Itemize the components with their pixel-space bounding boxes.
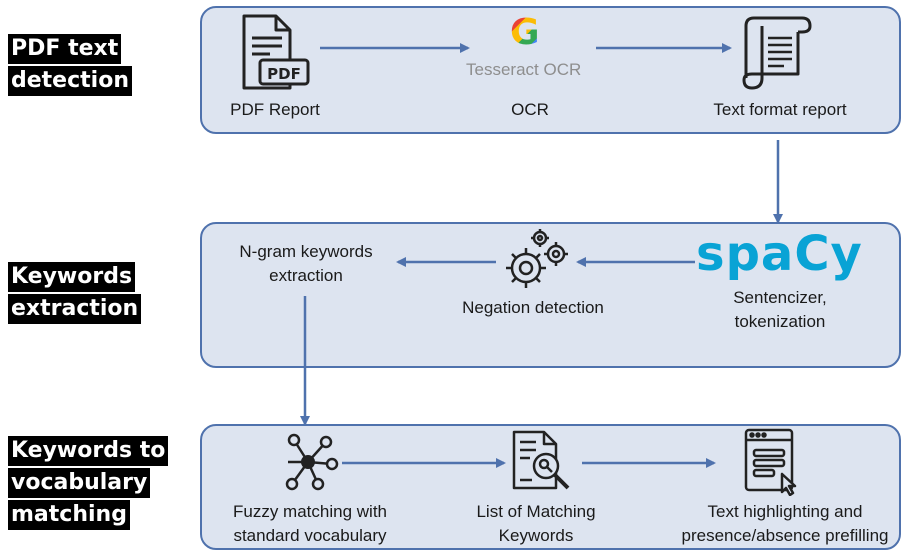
scroll-icon	[742, 16, 812, 90]
stage-label-keywords-extraction: Keywords extraction	[8, 262, 142, 326]
network-icon	[285, 433, 339, 491]
caption-line: tokenization	[734, 312, 826, 331]
caption-sentencizer: Sentencizer, tokenization	[700, 286, 860, 334]
caption-line: N-gram keywords	[239, 242, 373, 261]
stage-label-line: PDF text	[8, 34, 122, 64]
panel-keywords-extraction	[200, 222, 901, 368]
stage-label-line: Keywords to	[8, 436, 169, 466]
stage-label-line: detection	[8, 66, 132, 96]
caption-line: Keywords	[498, 526, 574, 545]
tesseract-ocr-label: Tesseract OCR	[466, 60, 582, 79]
stage-label-line: extraction	[8, 294, 142, 324]
caption-line: standard vocabulary	[233, 526, 387, 545]
caption-line: Text highlighting and	[707, 502, 863, 521]
stage-label-keywords-to-vocabulary: Keywords to vocabulary matching	[8, 436, 169, 532]
caption-ocr: OCR	[511, 100, 549, 119]
caption-fuzzy-matching: Fuzzy matching with standard vocabulary	[210, 500, 410, 548]
stage-label-line: vocabulary	[8, 468, 151, 498]
caption-line: List of Matching	[476, 502, 596, 521]
caption-text-format-report: Text format report	[713, 100, 847, 119]
search-document-icon	[512, 430, 570, 490]
document-icon: PDF	[242, 14, 310, 90]
stage-label-pdf-text-detection: PDF text detection	[8, 34, 132, 98]
caption-ngram-extraction: N-gram keywords extraction	[206, 240, 406, 288]
panel-pdf-text-detection	[200, 6, 901, 134]
caption-line: extraction	[269, 266, 343, 285]
caption-pdf-report: PDF Report	[230, 100, 320, 119]
caption-line: Fuzzy matching with	[233, 502, 387, 521]
gears-icon	[506, 229, 568, 288]
stage-label-line: matching	[8, 500, 130, 530]
pdf-badge-text: PDF	[267, 65, 301, 83]
spacy-logo: spaCy	[696, 226, 863, 282]
caption-line: presence/absence prefilling	[681, 526, 889, 545]
caption-text-highlighting: Text highlighting and presence/absence p…	[672, 500, 898, 548]
caption-list-matching-keywords: List of Matching Keywords	[456, 500, 616, 548]
google-g-letter: G	[510, 12, 540, 53]
caption-negation-detection: Negation detection	[462, 298, 604, 317]
browser-icon	[744, 428, 797, 496]
google-icon: G	[510, 12, 540, 53]
stage-label-line: Keywords	[8, 262, 136, 292]
caption-line: Sentencizer,	[733, 288, 827, 307]
